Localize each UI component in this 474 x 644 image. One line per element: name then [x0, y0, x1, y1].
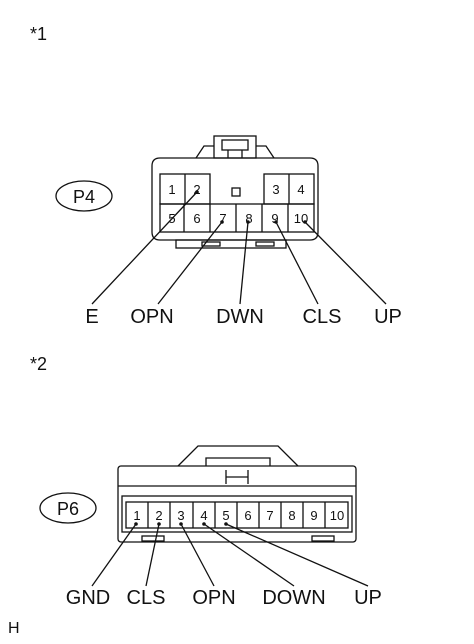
- p4-rail-slot: [201, 241, 221, 247]
- dot: [220, 220, 224, 224]
- signal-down: DOWN: [262, 587, 325, 609]
- p4-pin-2: 2: [193, 182, 200, 197]
- p4-key: [231, 187, 241, 197]
- p4-pin-10: 10: [294, 211, 308, 226]
- dot: [179, 522, 183, 526]
- dot: [246, 220, 250, 224]
- p6-pin-2: 2: [155, 508, 162, 523]
- view2-note: *2: [30, 354, 48, 374]
- p4-body: [151, 157, 319, 241]
- p4-pin-4: 4: [297, 182, 304, 197]
- p6-pin-5: 5: [222, 508, 229, 523]
- p6-pin-9: 9: [310, 508, 317, 523]
- p6-pin-4: 4: [200, 508, 207, 523]
- signal-dwn: DWN: [216, 306, 264, 328]
- p4-shoulder-right: [256, 145, 275, 159]
- p4-rail-slot: [255, 241, 275, 247]
- leader-e: [91, 191, 198, 305]
- leader-opn: [157, 221, 223, 305]
- p6-label-oval: [39, 492, 97, 524]
- signal-cls-2: CLS: [127, 587, 166, 609]
- footer-code: H: [8, 620, 20, 637]
- p6-bottom-slot: [311, 535, 335, 542]
- dot: [195, 190, 199, 194]
- p4-leader-lines: [91, 191, 387, 305]
- leader-up: [304, 221, 387, 305]
- p4-pin-9: 9: [271, 211, 278, 226]
- p4-latch-inner: [221, 139, 249, 151]
- p4-pin-3: 3: [272, 182, 279, 197]
- signal-cls: CLS: [303, 306, 342, 328]
- p6-leader-lines: [91, 523, 369, 587]
- p6-bottom-slot: [141, 535, 165, 542]
- signal-up-2: UP: [354, 587, 382, 609]
- p4-cavity-row2: [159, 203, 315, 233]
- dot: [202, 522, 206, 526]
- p6-pin-8: 8: [288, 508, 295, 523]
- view1-note: *1: [30, 24, 48, 44]
- p6-latch-outline: [177, 445, 299, 467]
- leader-cls: [275, 221, 319, 305]
- dot: [274, 220, 278, 224]
- signal-opn-2: OPN: [192, 587, 235, 609]
- p4-pin-8: 8: [245, 211, 252, 226]
- dot: [134, 522, 138, 526]
- p6-pin-10: 10: [330, 508, 344, 523]
- leader-down: [203, 523, 295, 587]
- dot: [157, 522, 161, 526]
- signal-e: E: [85, 306, 98, 328]
- leader-opn-2: [180, 523, 215, 587]
- p4-connector: [55, 135, 319, 249]
- leader-dwn: [239, 221, 249, 305]
- p6-connector-label: P6: [57, 499, 79, 519]
- signal-up: UP: [374, 306, 402, 328]
- p4-label-oval: [55, 180, 113, 212]
- p4-shoulder-left: [195, 145, 214, 159]
- p4-latch: [213, 135, 257, 159]
- p4-connector-label: P4: [73, 187, 95, 207]
- p4-pin-5: 5: [168, 211, 175, 226]
- p6-latch-inner: [205, 457, 271, 466]
- p6-pin-6: 6: [244, 508, 251, 523]
- dot: [224, 522, 228, 526]
- p6-connector: [39, 445, 357, 543]
- p6-pin-1: 1: [133, 508, 140, 523]
- p6-inner-frame: [121, 495, 353, 533]
- dot: [303, 220, 307, 224]
- p6-body: [117, 465, 357, 543]
- p4-pin-1: 1: [168, 182, 175, 197]
- p4-pin-7: 7: [219, 211, 226, 226]
- signal-opn: OPN: [130, 306, 173, 328]
- leader-up-2: [225, 523, 369, 587]
- p6-pin-7: 7: [266, 508, 273, 523]
- leader-dots: [134, 190, 307, 526]
- leader-gnd: [91, 523, 137, 587]
- p6-pin-3: 3: [177, 508, 184, 523]
- leader-cls-2: [145, 523, 160, 587]
- signal-gnd: GND: [66, 587, 110, 609]
- p4-bottom-rail: [175, 239, 287, 249]
- p4-pin-6: 6: [193, 211, 200, 226]
